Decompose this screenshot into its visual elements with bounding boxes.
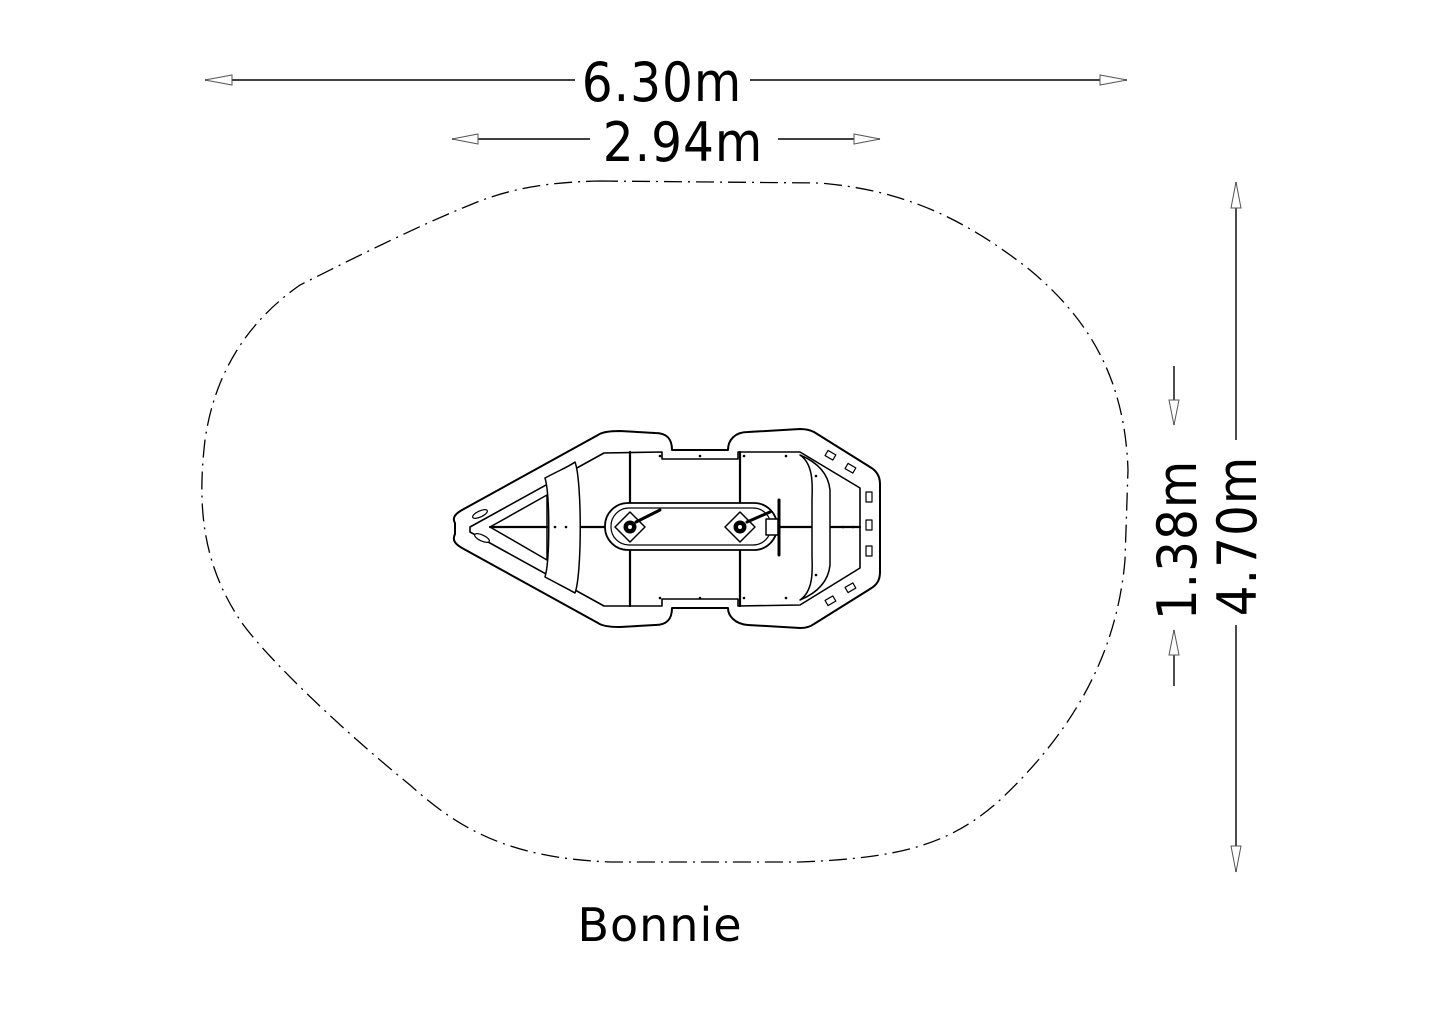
dimension-equipment-depth: [1168, 366, 1180, 686]
dimension-label-equipment-depth: 1.38m: [1146, 460, 1209, 620]
dimension-label-overall-depth: 4.70m: [1206, 456, 1269, 616]
dimension-label-equipment-width: 2.94m: [603, 111, 763, 174]
dimension-label-overall-width: 6.30m: [582, 51, 742, 114]
pivot-right: [724, 510, 772, 543]
dimension-overall-depth: [1230, 181, 1242, 873]
drawing-title: Bonnie: [0, 898, 1320, 952]
dimension-equipment-width: [451, 133, 881, 145]
drawing-title-text: Bonnie: [577, 898, 743, 952]
boat-equipment: [452, 428, 881, 629]
safety-zone-outline: [201, 180, 1129, 863]
dimension-overall-width: [204, 74, 1128, 86]
pivot-left: [614, 508, 662, 543]
